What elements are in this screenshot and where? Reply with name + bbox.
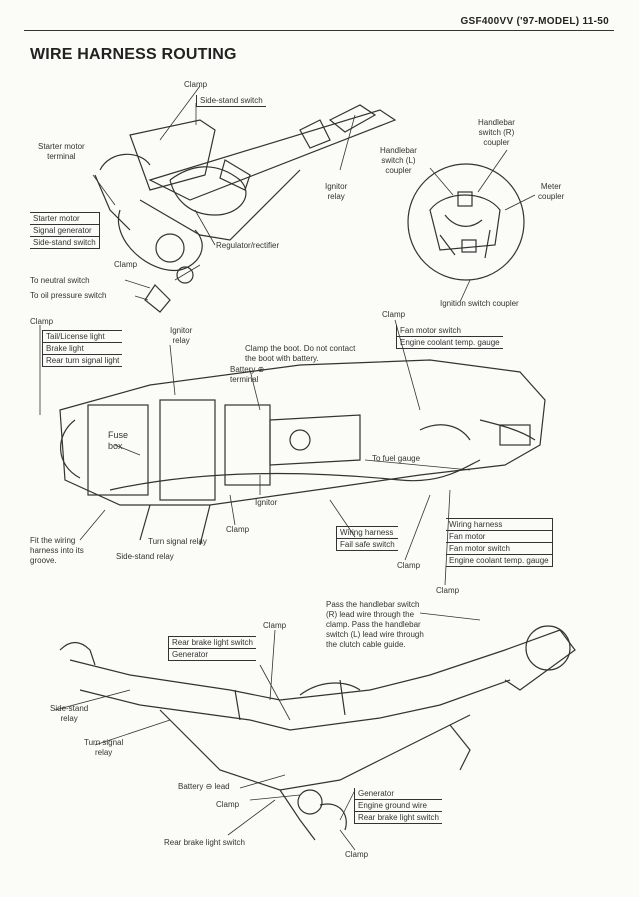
- frame-drawing-bottom: [59, 625, 576, 841]
- callout-row: Engine ground wire: [355, 800, 442, 812]
- callout-row: Tail/License light: [43, 330, 123, 343]
- ignitor-relay-label: Ignitor relay: [170, 326, 193, 345]
- fail-safe-callout: Wiring harness Fail safe switch: [336, 526, 398, 551]
- turn-signal-relay-label: Turn signal relay: [148, 537, 207, 546]
- callout-row: Side-stand switch: [197, 95, 266, 107]
- side-stand-relay-label: Side-stand relay: [50, 704, 89, 723]
- callout-row: Starter motor: [30, 212, 99, 225]
- fan-motor-callout: Wiring harness Fan motor Fan motor switc…: [446, 518, 553, 567]
- turn-signal-relay-label: Turn signal relay: [84, 738, 124, 757]
- starter-motor-terminal-label: Starter motor terminal: [38, 142, 85, 161]
- clamp-label: Clamp: [226, 525, 250, 534]
- clamp-label: Clamp: [184, 80, 208, 89]
- frame-drawing-middle: [59, 359, 546, 546]
- frame-drawing-top: [94, 104, 397, 313]
- callout-row: Engine coolant temp. gauge: [446, 555, 552, 567]
- clamp-label: Clamp: [397, 561, 421, 570]
- fuel-gauge-label: To fuel gauge: [372, 454, 421, 463]
- fan-switch-callout: Fan motor switch Engine coolant temp. ga…: [396, 325, 503, 349]
- callout-row: Brake light: [43, 343, 123, 355]
- side-stand-relay-label: Side-stand relay: [116, 552, 174, 561]
- ignition-switch-coupler-label: Ignition switch coupler: [440, 299, 519, 308]
- handlebar-routing-note: Pass the handlebar switch (R) lead wire …: [326, 600, 424, 649]
- fuse-box-label: Fuse box: [108, 430, 129, 451]
- page-header: GSF400VV ('97-MODEL) 11-50: [460, 16, 609, 27]
- ignitor-relay-label: Ignitor relay: [325, 182, 348, 201]
- callout-row: Fan motor switch: [397, 325, 503, 337]
- page-title: WIRE HARNESS ROUTING: [30, 46, 237, 63]
- callout-row: Fail safe switch: [337, 539, 398, 551]
- neutral-switch-label: To neutral switch: [30, 276, 90, 285]
- clamp-label: Clamp: [436, 586, 460, 595]
- callout-row: Side-stand switch: [30, 237, 99, 249]
- brake-generator-callout: Rear brake light switch Generator: [168, 636, 256, 661]
- regulator-label: Regulator/rectifier: [216, 241, 280, 250]
- callout-row: Generator: [169, 649, 256, 661]
- callout-row: Generator: [355, 788, 442, 800]
- fit-wiring-note: Fit the wiring harness into its groove.: [30, 536, 84, 565]
- header-rule: [24, 30, 614, 31]
- handlebar-switch-l-label: Handlebar switch (L) coupler: [380, 146, 417, 175]
- clamp-boot-note: Clamp the boot. Do not contact the boot …: [245, 344, 356, 363]
- battery-positive-terminal-label: Battery ⊕ terminal: [230, 365, 265, 384]
- rear-lights-callout: Tail/License light Brake light Rear turn…: [42, 330, 123, 367]
- callout-row: Rear brake light switch: [355, 812, 442, 824]
- callout-row: Fan motor switch: [446, 543, 552, 555]
- clamp-label: Clamp: [345, 850, 369, 859]
- callout-row: Engine coolant temp. gauge: [397, 337, 503, 349]
- battery-negative-lead-label: Battery ⊖ lead: [178, 782, 230, 791]
- meter-coupler-label: Meter coupler: [538, 182, 565, 201]
- handlebar-switch-r-label: Handlebar switch (R) coupler: [478, 118, 515, 147]
- side-stand-switch-callout: Side-stand switch: [196, 95, 266, 107]
- ground-callout: Generator Engine ground wire Rear brake …: [354, 788, 442, 824]
- clamp-label: Clamp: [263, 621, 287, 630]
- oil-pressure-switch-label: To oil pressure switch: [30, 291, 107, 300]
- meter-detail-drawing: [407, 163, 525, 281]
- rear-brake-light-switch-label: Rear brake light switch: [164, 838, 245, 847]
- callout-row: Fan motor: [446, 531, 552, 543]
- callout-row: Wiring harness: [337, 526, 398, 539]
- clamp-label: Clamp: [30, 317, 54, 326]
- callout-row: Rear turn signal light: [43, 355, 123, 367]
- callout-row: Rear brake light switch: [169, 636, 256, 649]
- clamp-label: Clamp: [216, 800, 240, 809]
- clamp-label: Clamp: [382, 310, 406, 319]
- clamp-label: Clamp: [114, 260, 138, 269]
- ignitor-label: Ignitor: [255, 498, 278, 507]
- callout-row: Signal generator: [30, 225, 99, 237]
- callout-row: Wiring harness: [446, 518, 552, 531]
- starter-group-callout: Starter motor Signal generator Side-stan…: [30, 212, 100, 249]
